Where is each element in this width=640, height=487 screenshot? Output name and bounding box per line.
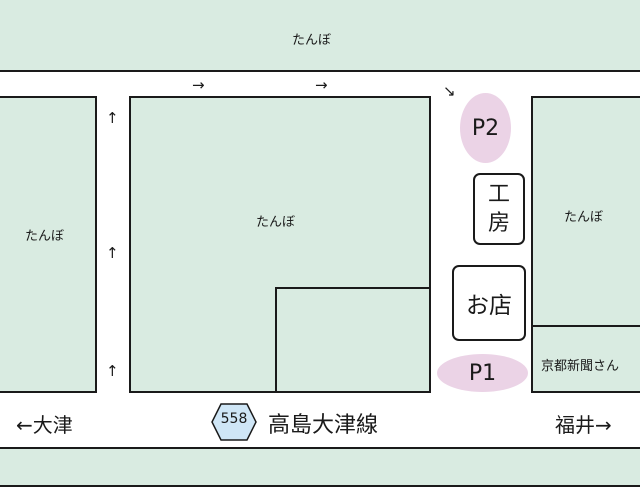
- top-rice-field: [0, 0, 640, 72]
- left-field-label: たんぼ: [25, 229, 65, 244]
- route-558-badge: [211, 403, 257, 441]
- one-way-arrow-up-3: ↑: [106, 362, 119, 380]
- workshop-label-line-1: 工: [487, 182, 510, 207]
- west-direction-label: ←大津: [16, 413, 73, 437]
- left-rice-field: [0, 96, 97, 393]
- parking-p1: P1: [437, 354, 528, 392]
- parking-p1-label: P1: [468, 360, 497, 386]
- shop-label: お店: [466, 293, 512, 319]
- workshop-building: 工 房: [473, 173, 525, 245]
- one-way-arrow-up-2: ↑: [106, 244, 119, 262]
- one-way-arrow-down-right: ↘: [443, 82, 456, 100]
- kyoto-shimbun-building: [531, 325, 640, 393]
- one-way-arrow-up-1: ↑: [106, 109, 119, 127]
- right-field-label: たんぼ: [564, 210, 604, 225]
- route-number: 558: [220, 411, 248, 427]
- route-name: 高島大津線: [268, 413, 379, 438]
- east-direction-label: 福井→: [555, 413, 612, 437]
- bottom-rice-field: [0, 447, 640, 487]
- one-way-arrow-right-1: →: [192, 76, 205, 94]
- center-rice-field: [129, 96, 431, 393]
- top-field-label: たんぼ: [292, 33, 332, 48]
- shop-building: お店: [452, 265, 526, 341]
- kyoto-shimbun-label: 京都新聞さん: [541, 359, 620, 374]
- parking-p2: P2: [460, 93, 511, 163]
- center-field-label: たんぼ: [256, 215, 296, 230]
- workshop-label-line-2: 房: [487, 211, 510, 236]
- parking-p2-label: P2: [471, 115, 500, 141]
- route-badge-shape: [211, 403, 257, 441]
- one-way-arrow-right-2: →: [315, 76, 328, 94]
- center-field-lot-divider: [275, 287, 431, 393]
